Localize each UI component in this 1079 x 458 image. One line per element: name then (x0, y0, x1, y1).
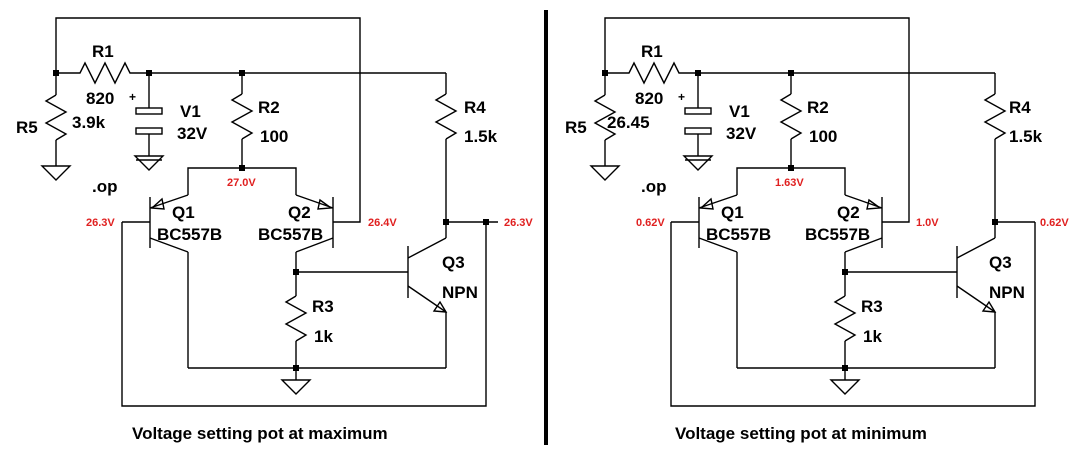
q1-model: BC557B (157, 225, 222, 244)
q3-collector-lead (407, 237, 447, 259)
q2-base-voltage-label: 1.0V (916, 217, 939, 229)
r1-name: R1 (92, 42, 114, 61)
ground-icon (682, 155, 714, 171)
panel-left: R1 820 R5 3.9k + V1 32V R2 100 R4 1.5k .… (16, 17, 533, 443)
emitter-voltage-label: 1.63V (775, 177, 804, 189)
output-voltage-label: 0.62V (1040, 217, 1069, 229)
r3-value: 1k (314, 327, 333, 346)
q1-emitter-lead (698, 194, 738, 209)
v1-name: V1 (729, 102, 750, 121)
q3-emitter-lead (407, 285, 447, 313)
r3-value: 1k (863, 327, 882, 346)
r5-value: 26.45 (607, 113, 650, 132)
v1-plus-sign: + (129, 90, 136, 104)
r1-value: 820 (86, 89, 114, 108)
r2-name: R2 (807, 98, 829, 117)
r4-value: 1.5k (1009, 127, 1043, 146)
junction-dots (602, 70, 998, 371)
op-directive: .op (641, 177, 667, 196)
q3-model: NPN (442, 283, 478, 302)
op-directive: .op (92, 177, 118, 196)
r2-resistor (779, 93, 803, 140)
ground-icon (280, 379, 312, 395)
q3-collector-lead (956, 237, 996, 259)
q3-name: Q3 (442, 253, 465, 272)
q2-arrow-icon (866, 198, 882, 210)
r1-name: R1 (641, 42, 663, 61)
loop-wire (121, 222, 487, 407)
r1-resistor (625, 61, 683, 85)
ground-icon (40, 165, 72, 181)
r1-resistor (76, 61, 134, 85)
r5-name: R5 (16, 118, 38, 137)
r2-value: 100 (809, 127, 837, 146)
v1-value: 32V (177, 124, 208, 143)
r2-value: 100 (260, 127, 288, 146)
r4-resistor (434, 93, 458, 140)
q1-emitter-lead (149, 194, 189, 209)
q1-base-voltage-label: 0.62V (636, 217, 665, 229)
r4-value: 1.5k (464, 127, 498, 146)
q2-name: Q2 (837, 203, 860, 222)
q2-name: Q2 (288, 203, 311, 222)
r5-resistor (593, 94, 617, 141)
feedback-wire (604, 17, 910, 223)
r4-name: R4 (1009, 98, 1031, 117)
battery-plate-positive (135, 107, 163, 115)
r2-resistor (230, 93, 254, 140)
ground-icon (133, 155, 165, 171)
q1-arrow-icon (699, 197, 714, 210)
q3-model: NPN (989, 283, 1025, 302)
r3-name: R3 (312, 297, 334, 316)
q2-model: BC557B (258, 225, 323, 244)
feedback-wire (55, 17, 361, 223)
output-voltage-label: 26.3V (504, 217, 533, 229)
q3-arrow-icon (432, 300, 448, 313)
r3-resistor (833, 295, 857, 342)
r2-name: R2 (258, 98, 280, 117)
r5-name: R5 (565, 118, 587, 137)
battery-plate-negative (135, 127, 163, 135)
battery-plate-negative (684, 127, 712, 135)
q3-emitter-lead (956, 285, 996, 313)
ground-icon (589, 165, 621, 181)
r5-value: 3.9k (72, 113, 106, 132)
emitter-voltage-label: 27.0V (227, 177, 256, 189)
r1-value: 820 (635, 89, 663, 108)
loop-wire (670, 222, 1036, 407)
q1-arrow-icon (150, 197, 165, 210)
caption-left: Voltage setting pot at maximum (132, 424, 388, 443)
junction-dots (53, 70, 489, 371)
q3-arrow-icon (981, 300, 997, 313)
r4-name: R4 (464, 98, 486, 117)
r3-resistor (284, 295, 308, 342)
r4-resistor (983, 93, 1007, 140)
r5-resistor (44, 94, 68, 141)
v1-value: 32V (726, 124, 757, 143)
q1-model: BC557B (706, 225, 771, 244)
q2-arrow-icon (317, 198, 333, 210)
q2-collector-lead (295, 237, 334, 253)
battery-plate-positive (684, 107, 712, 115)
ground-icon (829, 379, 861, 395)
v1-name: V1 (180, 102, 201, 121)
q3-name: Q3 (989, 253, 1012, 272)
q2-model: BC557B (805, 225, 870, 244)
v1-plus-sign: + (678, 90, 685, 104)
q2-collector-lead (844, 237, 883, 253)
q1-base-voltage-label: 26.3V (86, 217, 115, 229)
q1-collector-lead (149, 237, 189, 253)
q1-name: Q1 (721, 203, 744, 222)
panel-right: R1 820 R5 26.45 + V1 32V R2 100 R4 1.5k … (565, 17, 1069, 443)
q2-base-voltage-label: 26.4V (368, 217, 397, 229)
caption-right: Voltage setting pot at minimum (675, 424, 927, 443)
q1-collector-lead (698, 237, 738, 253)
r3-name: R3 (861, 297, 883, 316)
q1-name: Q1 (172, 203, 195, 222)
